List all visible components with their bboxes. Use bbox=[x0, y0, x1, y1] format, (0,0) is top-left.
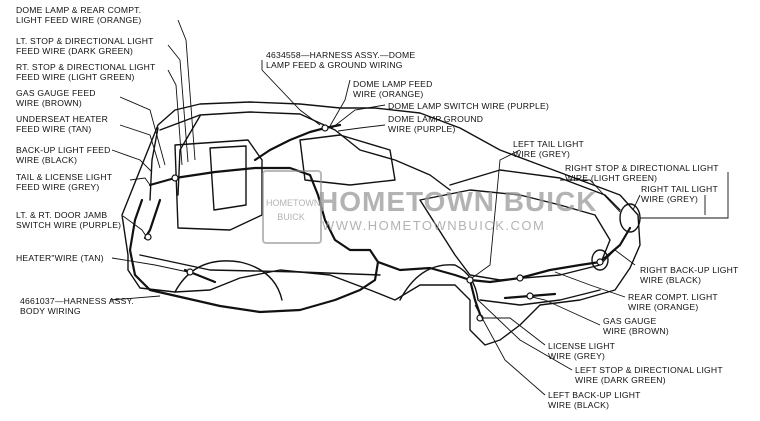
label-line: RIGHT TAIL LIGHT bbox=[641, 184, 718, 194]
label-line: WIRE (GREY) bbox=[513, 149, 571, 159]
connector-rear-3 bbox=[596, 258, 604, 266]
body-wiring-harness bbox=[128, 166, 380, 314]
label-lt-stop-feed: LT. STOP & DIRECTIONAL LIGHT FEED WIRE (… bbox=[16, 36, 154, 56]
label-line: WIRE (BLACK) bbox=[16, 155, 78, 165]
rear-wiring-harness bbox=[376, 226, 632, 284]
label-line: LAMP FEED & GROUND WIRING bbox=[266, 60, 403, 70]
connector-rear-1 bbox=[466, 276, 474, 284]
label-line: FEED WIRE (TAN) bbox=[16, 124, 92, 134]
label-line: GAS GAUGE bbox=[603, 316, 657, 326]
label-line: RIGHT STOP & DIRECTIONAL LIGHT bbox=[565, 163, 719, 173]
label-line: DOME LAMP FEED bbox=[353, 79, 433, 89]
connector-rear-2 bbox=[516, 274, 524, 282]
label-line: WIRE (BLACK) bbox=[548, 400, 610, 410]
left-tail-light bbox=[591, 249, 609, 271]
label-line: LIGHT FEED WIRE (ORANGE) bbox=[16, 15, 142, 25]
rear-wheel-arch bbox=[399, 264, 479, 301]
label-rt-stop-feed: RT. STOP & DIRECTIONAL LIGHT FEED WIRE (… bbox=[16, 62, 155, 82]
label-line: UNDERSEAT HEATER bbox=[16, 114, 109, 124]
label-right-backup: RIGHT BACK-UP LIGHT WIRE (BLACK) bbox=[640, 265, 739, 285]
label-dome-switch: DOME LAMP SWITCH WIRE (PURPLE) bbox=[388, 101, 549, 111]
label-line: FEED WIRE (GREY) bbox=[16, 182, 100, 192]
label-license: LICENSE LIGHT WIRE (GREY) bbox=[548, 341, 615, 361]
label-line: WIRE (ORANGE) bbox=[353, 89, 424, 99]
label-line: DOME LAMP & REAR COMPT. bbox=[16, 5, 142, 15]
connector-dome bbox=[321, 124, 329, 132]
label-line: HEATER"WIRE (TAN) bbox=[16, 253, 104, 263]
label-line: WIRE (GREY) bbox=[641, 194, 699, 204]
label-line: WIRE (DARK GREEN) bbox=[575, 375, 666, 385]
label-gas-gauge-feed: GAS GAUGE FEED WIRE (BROWN) bbox=[16, 88, 96, 108]
label-line: 4634558—HARNESS ASSY.—DOME bbox=[266, 50, 416, 60]
label-line: 4661037—HARNESS ASSY. bbox=[20, 296, 134, 306]
label-line: BODY WIRING bbox=[20, 306, 81, 316]
label-line: LICENSE LIGHT bbox=[548, 341, 616, 351]
label-line: REAR COMPT. LIGHT bbox=[628, 292, 718, 302]
label-door-jamb: LT. & RT. DOOR JAMB SWITCH WIRE (PURPLE) bbox=[16, 210, 121, 230]
label-line: FEED WIRE (LIGHT GREEN) bbox=[16, 72, 135, 82]
label-line: WIRE (ORANGE) bbox=[628, 302, 699, 312]
label-left-tail: LEFT TAIL LIGHT WIRE (GREY) bbox=[513, 139, 584, 159]
connector-cowl bbox=[171, 174, 179, 182]
label-dome-harness: 4634558—HARNESS ASSY.—DOME LAMP FEED & G… bbox=[266, 50, 415, 70]
trunk-opening bbox=[449, 169, 621, 211]
label-backup-feed: BACK-UP LIGHT FEED WIRE (BLACK) bbox=[16, 145, 111, 165]
label-gas-gauge: GAS GAUGE WIRE (BROWN) bbox=[603, 316, 669, 336]
label-line: RIGHT BACK-UP LIGHT bbox=[640, 265, 739, 275]
watermark-logo bbox=[262, 170, 322, 244]
label-line: WIRE (BROWN) bbox=[16, 98, 82, 108]
watermark-logo-text: HOMETOWN BUICK bbox=[266, 198, 321, 222]
label-line: WIRE (LIGHT GREEN) bbox=[565, 173, 658, 183]
label-line: WIRE (BROWN) bbox=[603, 326, 669, 336]
watermark-brand: HOMETOWN BUICK bbox=[318, 186, 598, 217]
label-tail-license-feed: TAIL & LICENSE LIGHT FEED WIRE (GREY) bbox=[16, 172, 112, 192]
label-line: WIRE (PURPLE) bbox=[388, 124, 456, 134]
label-dome-feed: DOME LAMP FEED WIRE (ORANGE) bbox=[353, 79, 433, 99]
label-right-tail: RIGHT TAIL LIGHT WIRE (GREY) bbox=[641, 184, 718, 204]
label-right-stop: RIGHT STOP & DIRECTIONAL LIGHT WIRE (LIG… bbox=[565, 163, 719, 183]
label-line: DOME LAMP SWITCH WIRE (PURPLE) bbox=[388, 101, 550, 111]
connector-jamb bbox=[144, 233, 152, 241]
label-line: DOME LAMP GROUND bbox=[388, 114, 484, 124]
windshield-pillar bbox=[149, 127, 159, 201]
roof-outline bbox=[159, 111, 451, 191]
label-line: WIRE (GREY) bbox=[548, 351, 606, 361]
label-line: GAS GAUGE FEED bbox=[16, 88, 96, 98]
label-body-harness: 4661037—HARNESS ASSY. BODY WIRING bbox=[20, 296, 134, 316]
front-wheel-arch bbox=[174, 260, 283, 301]
label-heater-wire: HEATER"WIRE (TAN) bbox=[16, 253, 104, 263]
label-line: LEFT STOP & DIRECTIONAL LIGHT bbox=[575, 365, 723, 375]
label-line: BACK-UP LIGHT FEED bbox=[16, 145, 111, 155]
label-left-stop: LEFT STOP & DIRECTIONAL LIGHT WIRE (DARK… bbox=[575, 365, 723, 385]
label-dome-rear-compt: DOME LAMP & REAR COMPT. LIGHT FEED WIRE … bbox=[16, 5, 141, 25]
label-line: FEED WIRE (DARK GREEN) bbox=[16, 46, 134, 56]
label-underseat-heater: UNDERSEAT HEATER FEED WIRE (TAN) bbox=[16, 114, 108, 134]
watermark-url: WWW.HOMETOWNBUICK.COM bbox=[322, 218, 546, 233]
label-left-backup: LEFT BACK-UP LIGHT WIRE (BLACK) bbox=[548, 390, 641, 410]
label-line: LT. & RT. DOOR JAMB bbox=[16, 210, 108, 220]
label-line: TAIL & LICENSE LIGHT bbox=[16, 172, 113, 182]
label-rear-compt: REAR COMPT. LIGHT WIRE (ORANGE) bbox=[628, 292, 718, 312]
label-dome-ground: DOME LAMP GROUND WIRE (PURPLE) bbox=[388, 114, 483, 134]
front-door-frame bbox=[174, 139, 263, 231]
label-line: RT. STOP & DIRECTIONAL LIGHT bbox=[16, 62, 156, 72]
label-line: SWITCH WIRE (PURPLE) bbox=[16, 220, 122, 230]
label-line: WIRE (BLACK) bbox=[640, 275, 702, 285]
connector-trunk bbox=[526, 292, 534, 300]
label-line: LEFT TAIL LIGHT bbox=[513, 139, 584, 149]
rear-window-frame bbox=[299, 134, 396, 186]
label-line: LEFT BACK-UP LIGHT bbox=[548, 390, 641, 400]
label-line: LT. STOP & DIRECTIONAL LIGHT bbox=[16, 36, 154, 46]
